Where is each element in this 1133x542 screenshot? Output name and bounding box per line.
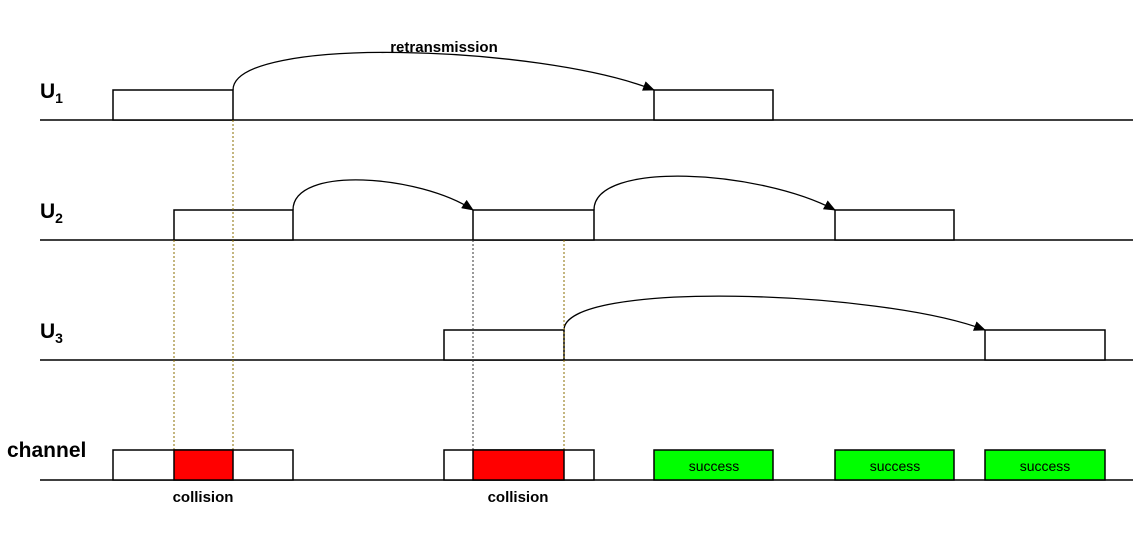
channel-success-3 (984, 449, 1106, 481)
channel-collision-2 (472, 449, 565, 481)
collision-label-2: collision (488, 489, 549, 506)
success-label-2: success (870, 458, 921, 474)
retransmission-label: retransmission (390, 39, 498, 56)
u2-packet-2 (472, 209, 595, 241)
u2-retransmission-arrow-2 (593, 175, 836, 211)
collision-label-1: collision (173, 489, 234, 506)
u1-packet-1 (112, 89, 234, 121)
u1-retransmission-arrow (232, 51, 655, 91)
u3-packet-2 (984, 329, 1106, 361)
timeline-label-channel: channel (7, 439, 86, 462)
channel-collision-1 (173, 449, 234, 481)
u2-packet-3 (834, 209, 955, 241)
success-label-3: success (1020, 458, 1071, 474)
timeline-label-u2: U2 (40, 200, 63, 226)
timeline-label-u3: U3 (40, 320, 63, 346)
success-label-1: success (689, 458, 740, 474)
channel-success-1 (653, 449, 774, 481)
timeline-label-u1: U1 (40, 80, 63, 106)
u2-retransmission-arrow-1 (292, 179, 474, 211)
channel-success-2 (834, 449, 955, 481)
u1-packet-2 (653, 89, 774, 121)
u3-retransmission-arrow (563, 295, 986, 331)
u3-packet-1 (443, 329, 565, 361)
